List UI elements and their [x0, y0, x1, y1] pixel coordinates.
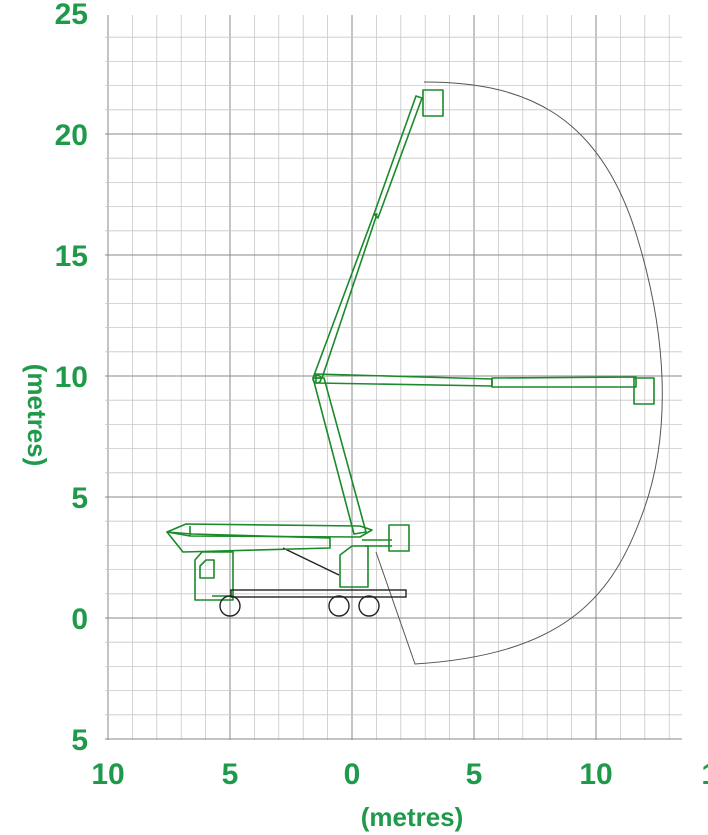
support-strut — [282, 547, 340, 576]
x-tick-label: 5 — [222, 758, 239, 791]
upper-boom-horizontal — [315, 373, 655, 405]
x-tick-label: 0 — [344, 758, 361, 791]
y-tick-label: 15 — [55, 240, 88, 273]
truck-window — [199, 559, 215, 579]
y-tick-label: 25 — [55, 0, 88, 31]
y-tick-label: 20 — [55, 119, 88, 152]
stowed-basket — [388, 524, 410, 552]
upper-boom-vertical — [312, 89, 444, 379]
grid — [105, 15, 682, 740]
y-tick-label: 5 — [71, 482, 88, 515]
y-tick-label: 5 — [71, 724, 88, 757]
rear-wheel-1 — [328, 595, 350, 617]
stowed-boom-lower — [166, 531, 331, 553]
stowed-boom-upper — [166, 523, 373, 538]
working-envelope-curve — [375, 81, 663, 665]
rear-wheel-2 — [358, 595, 380, 617]
y-tick-label: 10 — [55, 361, 88, 394]
truck-chassis — [230, 589, 407, 598]
truck-illustration — [166, 523, 410, 617]
basket-top — [422, 89, 444, 117]
x-tick-label: 10 — [91, 758, 124, 791]
turret — [339, 545, 369, 588]
y-tick-label: 0 — [71, 603, 88, 636]
y-axis-title: (metres) — [22, 364, 52, 467]
basket-side — [633, 377, 655, 405]
x-tick-label: 10 — [579, 758, 612, 791]
stowed-basket-arm — [362, 539, 392, 547]
lower-boom — [312, 377, 367, 535]
x-axis-ticks: 10 5 0 5 10 15 — [91, 758, 708, 791]
front-wheel — [219, 595, 241, 617]
boom-joint — [312, 374, 322, 384]
y-axis-ticks: 25 20 15 10 5 0 5 — [55, 0, 88, 757]
x-tick-label: 15 — [701, 758, 708, 791]
truck-cab — [194, 551, 234, 601]
x-tick-label: 5 — [466, 758, 483, 791]
x-axis-title: (metres) — [361, 802, 464, 832]
